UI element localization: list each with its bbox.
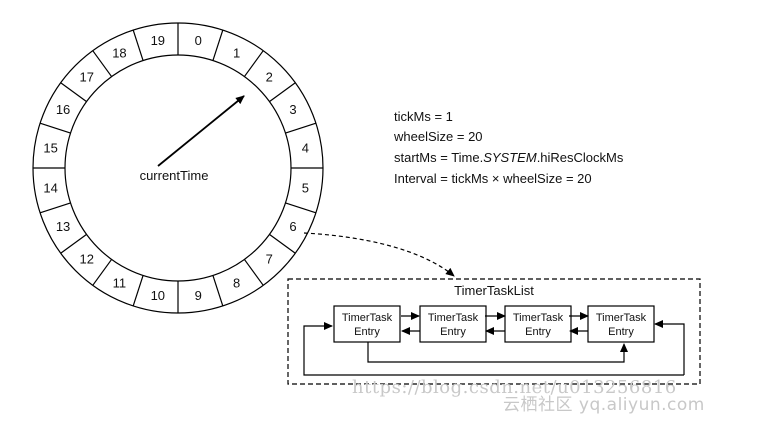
entry-label-line1: TimerTask: [513, 312, 564, 324]
param-interval: Interval = tickMs × wheelSize = 20: [394, 171, 592, 186]
slot-divider: [269, 82, 296, 103]
slot-divider: [39, 122, 71, 134]
param-start-ms-italic: SYSTEM: [483, 150, 537, 165]
slot-label-5: 5: [302, 181, 309, 196]
slot-label-9: 9: [195, 288, 202, 303]
slot-label-3: 3: [289, 102, 296, 117]
current-time-label: currentTime: [140, 168, 209, 183]
param-start-ms-prefix: startMs = Time.: [394, 150, 484, 165]
timer-task-list-box: [287, 278, 701, 385]
slot-divider: [285, 202, 317, 214]
slot-divider: [243, 259, 264, 286]
slot-divider: [60, 233, 87, 254]
slot-divider: [269, 233, 296, 254]
site-watermark: 云栖社区 yq.aliyun.com: [503, 395, 705, 415]
entry-label-line2: Entry: [440, 326, 466, 338]
entry-label-line1: TimerTask: [342, 312, 393, 324]
slot-divider: [132, 29, 144, 61]
entry-label-line2: Entry: [608, 326, 634, 338]
timer-task-entry-box: [419, 305, 487, 343]
slot-label-18: 18: [112, 46, 126, 61]
slot-divider: [39, 202, 71, 214]
slot-label-13: 13: [56, 219, 70, 234]
url-watermark: https://blog.csdn.net/u013256816: [352, 377, 677, 398]
slot-divider: [132, 275, 144, 307]
timer-task-list: TimerTaskList TimerTaskEntryTimerTaskEnt…: [287, 278, 701, 385]
slot-to-list-connector: [303, 232, 455, 277]
slot-label-10: 10: [151, 288, 165, 303]
slot-divider: [60, 82, 87, 103]
slot-label-0: 0: [195, 33, 202, 48]
slot-divider: [92, 259, 113, 286]
entry-label-line1: TimerTask: [428, 312, 479, 324]
slot-divider: [92, 50, 113, 77]
slot-label-16: 16: [56, 102, 70, 117]
head-link-left: [303, 322, 684, 376]
slot-label-12: 12: [80, 252, 94, 267]
param-start-ms: startMs = Time.SYSTEM.hiResClockMs: [394, 150, 623, 165]
slot-label-19: 19: [151, 33, 165, 48]
slot-divider: [212, 275, 224, 307]
slot-label-8: 8: [233, 275, 240, 290]
param-tick-ms: tickMs = 1: [394, 109, 453, 124]
slot-label-6: 6: [289, 219, 296, 234]
entry-label-line2: Entry: [354, 326, 380, 338]
slot-label-4: 4: [302, 140, 309, 155]
slot-divider: [212, 29, 224, 61]
param-wheel-size: wheelSize = 20: [394, 129, 483, 144]
param-start-ms-suffix: .hiResClockMs: [536, 150, 624, 165]
slot-label-14: 14: [43, 181, 57, 196]
timer-task-entry-box: [333, 305, 401, 343]
entry-label-line2: Entry: [525, 326, 551, 338]
slot-label-17: 17: [80, 69, 94, 84]
timer-task-entry-box: [504, 305, 572, 343]
entry-label-line1: TimerTask: [596, 312, 647, 324]
slot-divider: [285, 122, 317, 134]
timer-task-entry-box: [587, 305, 655, 343]
slot-label-7: 7: [266, 252, 273, 267]
slot-divider: [243, 50, 264, 77]
tail-link: [367, 342, 628, 363]
head-link-right: [654, 320, 685, 375]
current-time-pointer: [157, 95, 245, 167]
timer-task-list-title: TimerTaskList: [454, 283, 534, 298]
slot-label-11: 11: [113, 275, 127, 290]
slot-label-2: 2: [266, 69, 273, 84]
slot-label-15: 15: [43, 140, 57, 155]
slot-label-1: 1: [233, 46, 240, 61]
